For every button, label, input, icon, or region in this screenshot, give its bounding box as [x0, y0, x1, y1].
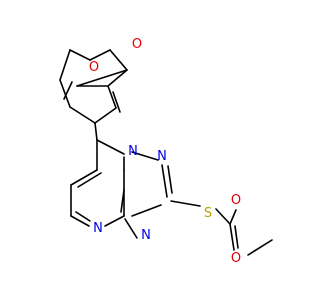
bond — [229, 209, 237, 225]
bond — [96, 139, 125, 155]
bond — [59, 79, 71, 108]
bond — [59, 49, 71, 81]
bond — [112, 91, 121, 113]
atom-labels: O O N N N N S O O — [89, 37, 241, 266]
bonds — [59, 49, 273, 256]
bond — [234, 225, 239, 249]
atom-label: O — [132, 37, 142, 52]
bond — [77, 172, 102, 188]
bond — [63, 81, 73, 100]
bond — [131, 204, 162, 217]
atom-label: N — [128, 144, 138, 159]
bond — [229, 223, 235, 251]
bond — [131, 151, 159, 161]
bond — [124, 218, 138, 239]
bond — [215, 208, 231, 225]
atom-label: N — [157, 149, 167, 164]
bond — [75, 211, 91, 222]
bond — [107, 85, 117, 109]
bond — [94, 122, 98, 141]
atom-label: O — [231, 251, 241, 266]
atom-label: O — [89, 60, 99, 75]
bond — [76, 69, 128, 87]
bond — [104, 215, 125, 227]
bond — [109, 49, 128, 71]
atom-label: N — [141, 228, 151, 243]
atom-label: O — [231, 193, 241, 208]
molecule-structure-diagram: O O N N N N S O O — [59, 37, 273, 266]
bond — [69, 106, 96, 124]
bond — [161, 164, 168, 198]
bond — [70, 215, 90, 227]
bond — [247, 239, 273, 256]
bond — [107, 69, 128, 87]
bond — [167, 165, 173, 194]
bond — [69, 49, 91, 61]
bond — [170, 200, 201, 207]
bond — [94, 107, 117, 124]
bond — [89, 49, 111, 61]
atom-label: S — [204, 206, 212, 221]
bond — [120, 189, 125, 213]
atom-label: N — [93, 221, 103, 236]
bond — [70, 169, 98, 186]
